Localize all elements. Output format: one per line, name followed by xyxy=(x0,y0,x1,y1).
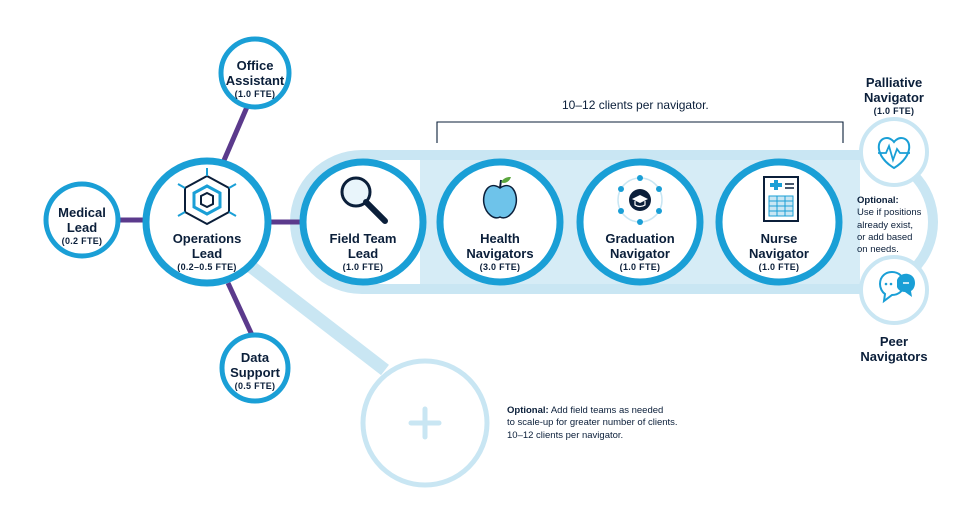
nurse-navigator-label: Nurse Navigator (1.0 FTE) xyxy=(729,231,829,272)
nurse-navigator-name-line-2: Navigator xyxy=(749,246,809,262)
operations-lead-circle xyxy=(142,157,272,287)
palliative-navigator-label: Palliative Navigator (1.0 FTE) xyxy=(848,75,940,116)
optional-positions-note: Optional: Use if positions already exist… xyxy=(857,195,977,257)
optional-positions-line-2: already exist, xyxy=(857,219,913,231)
operations-lead-label: Operations Lead (0.2–0.5 FTE) xyxy=(157,231,257,272)
peer-navigators-name-line-1: Peer xyxy=(879,334,909,349)
hexagon-network-icon xyxy=(177,168,237,226)
graduation-navigator-label: Graduation Navigator (1.0 FTE) xyxy=(590,231,690,272)
magnifying-glass-icon xyxy=(340,176,388,224)
health-navigators-name-line-2: Navigators xyxy=(466,246,534,262)
medical-lead-name-line-1: Medical xyxy=(58,205,106,220)
data-support-circle xyxy=(219,332,291,404)
field-team-lead-name-line-1: Field Team xyxy=(329,231,397,246)
palliative-navigator-name-line-2: Navigator xyxy=(864,90,924,106)
office-assistant-name-line-1: Office xyxy=(236,58,274,73)
office-assistant-circle xyxy=(218,36,292,110)
nurse-navigator-fte: (1.0 FTE) xyxy=(758,261,800,272)
health-navigators-label: Health Navigators (3.0 FTE) xyxy=(450,231,550,272)
graduation-navigator-name-line-1: Graduation xyxy=(605,231,675,246)
health-navigators-name-line-1: Health xyxy=(480,231,520,246)
graduation-cap-network-icon xyxy=(617,175,663,225)
operations-lead-name-line-1: Operations xyxy=(172,231,242,246)
plus-icon xyxy=(408,406,442,440)
nurse-navigator-name-line-1: Nurse xyxy=(760,231,798,246)
optional-positions-label: Optional: xyxy=(857,195,899,206)
optional-field-teams-note: Optional: Add field teams as needed to s… xyxy=(507,405,767,442)
optional-field-teams-line-3: 10–12 clients per navigator. xyxy=(507,429,624,441)
office-assistant-fte: (1.0 FTE) xyxy=(234,88,276,99)
graduation-navigator-fte: (1.0 FTE) xyxy=(619,261,661,272)
field-team-lead-name-line-2: Lead xyxy=(347,246,379,262)
range-label: 10–12 clients per navigator. xyxy=(562,98,709,112)
operations-lead-fte: (0.2–0.5 FTE) xyxy=(177,261,237,272)
chat-bubbles-icon xyxy=(878,270,915,304)
palliative-navigator-circle xyxy=(859,117,929,187)
heart-pulse-icon xyxy=(877,136,911,170)
connector-add-team xyxy=(241,256,389,376)
data-support-fte: (0.5 FTE) xyxy=(234,380,276,391)
optional-field-teams-line-2: to scale-up for greater number of client… xyxy=(507,417,678,429)
optional-positions-line-3: or add based xyxy=(857,232,913,244)
optional-field-teams-line-1: Add field teams as needed xyxy=(550,405,664,416)
range-bracket xyxy=(436,121,844,143)
field-team-lead-circle xyxy=(299,158,427,286)
apple-icon xyxy=(482,176,518,219)
data-support-name-line-2: Support xyxy=(230,365,280,381)
office-assistant-label: Office Assistant (1.0 FTE) xyxy=(221,58,289,99)
medical-lead-label: Medical Lead (0.2 FTE) xyxy=(46,205,118,246)
optional-positions-line-1: Use if positions xyxy=(857,207,922,219)
field-team-lead-fte: (1.0 FTE) xyxy=(342,261,384,272)
data-support-label: Data Support (0.5 FTE) xyxy=(220,350,290,391)
palliative-navigator-name-line-1: Palliative xyxy=(865,75,923,90)
peer-navigators-circle xyxy=(859,255,929,325)
medical-lead-fte: (0.2 FTE) xyxy=(61,235,103,246)
connector-data-support xyxy=(225,281,255,337)
optional-positions-line-4: on needs. xyxy=(857,244,899,256)
graduation-navigator-name-line-2: Navigator xyxy=(610,246,670,262)
palliative-navigator-fte: (1.0 FTE) xyxy=(873,105,915,116)
health-navigators-circle xyxy=(436,158,564,286)
peer-navigators-label: Peer Navigators xyxy=(848,334,940,365)
data-support-name-line-1: Data xyxy=(240,350,270,365)
medical-lead-circle xyxy=(43,181,121,259)
optional-field-teams-label: Optional: xyxy=(507,405,549,416)
health-navigators-fte: (3.0 FTE) xyxy=(479,261,521,272)
operations-lead-name-line-2: Lead xyxy=(191,246,223,262)
connector-office-assistant xyxy=(219,99,253,166)
peer-navigators-name-line-2: Navigators xyxy=(860,349,928,365)
medical-lead-name-line-2: Lead xyxy=(66,220,98,236)
office-assistant-name-line-2: Assistant xyxy=(225,73,285,89)
field-team-lead-label: Field Team Lead (1.0 FTE) xyxy=(313,231,413,272)
medical-chart-icon xyxy=(763,176,799,222)
